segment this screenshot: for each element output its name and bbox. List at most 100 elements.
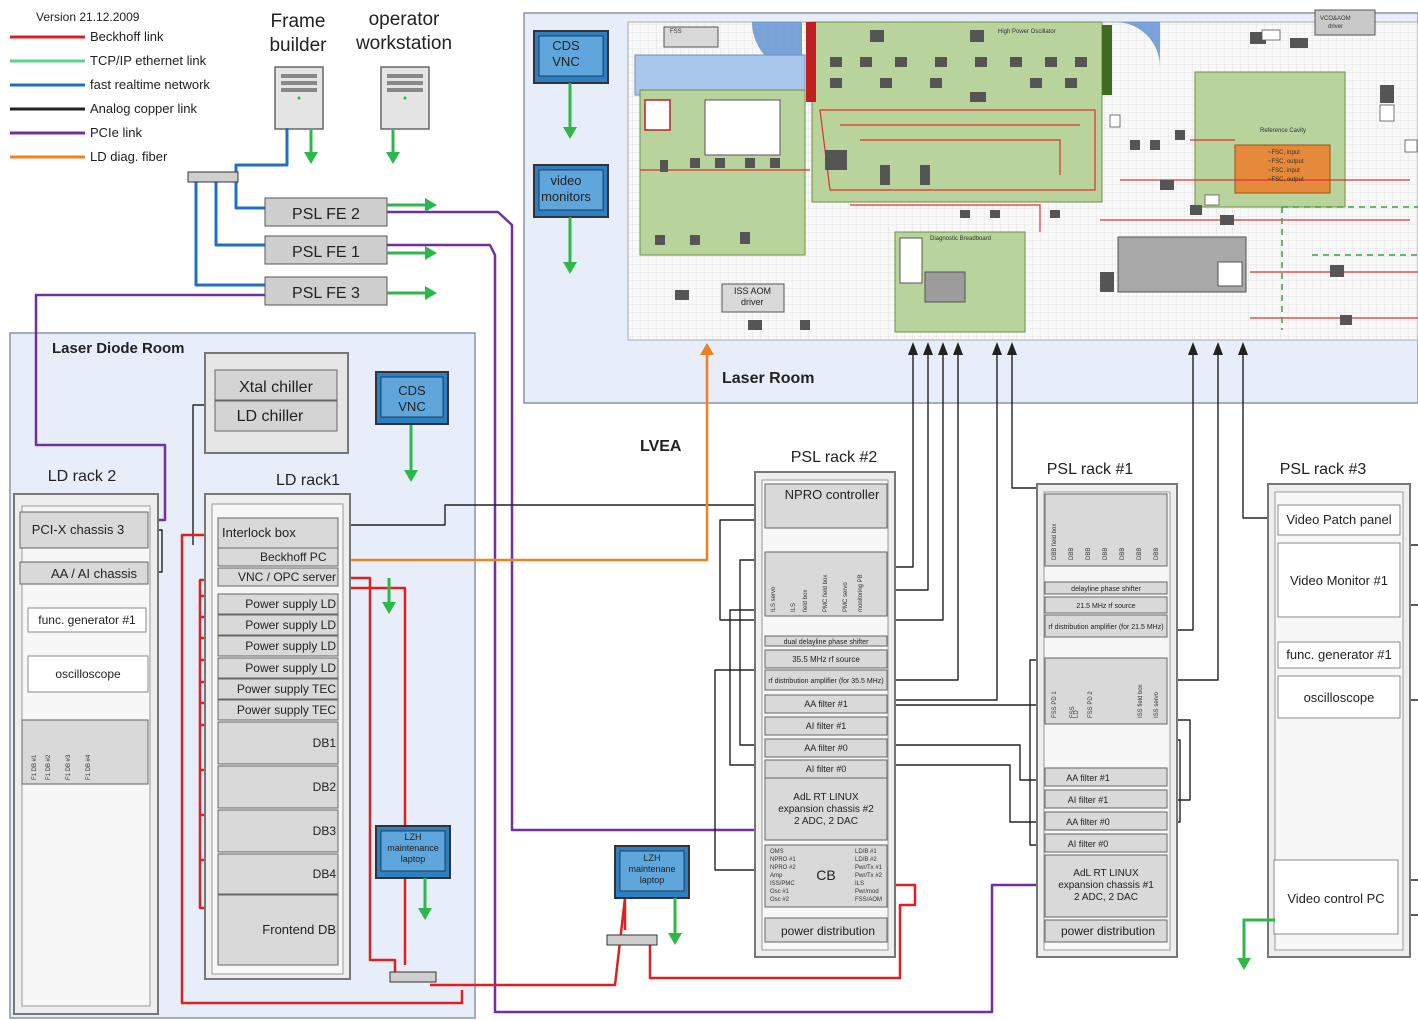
oscilloscope-rack3-label: oscilloscope (1304, 690, 1375, 705)
psl-fe-3-label: PSL FE 3 (292, 285, 360, 302)
green-arrow-head (425, 198, 437, 212)
card-label: F1 DB #2 (46, 754, 52, 780)
psl-rack-1-filter[interactable] (1044, 833, 1168, 853)
psl-rack-1-filter[interactable] (1044, 767, 1168, 787)
ld-rack-1-unit[interactable] (217, 853, 339, 895)
ld-rack-1-unit[interactable] (217, 678, 339, 700)
psl-fe-3[interactable]: PSL FE 3 (264, 276, 388, 306)
aa-ai-chassis[interactable] (19, 561, 149, 585)
lzh-maintenance-laptop-ldr[interactable]: LZH maintenance laptop (375, 825, 451, 879)
psl-rack-1-unit[interactable] (1044, 614, 1168, 638)
ld-chiller[interactable] (214, 400, 338, 432)
psl-rack-2-unit[interactable] (764, 649, 888, 669)
cds-vnc-monitor-ldr[interactable]: CDS VNC (375, 371, 449, 425)
video-monitor-1[interactable] (1277, 542, 1401, 618)
psl-rack-2-unit[interactable] (764, 759, 888, 779)
ld-rack-1-unit[interactable] (217, 547, 339, 567)
network-switch-lvea[interactable] (606, 934, 658, 946)
ld-rack-1-unit[interactable] (217, 614, 339, 636)
black-arrow-head (938, 342, 948, 355)
psl-fe-2[interactable]: PSL FE 2 (264, 197, 388, 227)
table-label-vco-2: driver (1328, 24, 1343, 30)
power-distribution-2[interactable] (764, 917, 888, 943)
video-monitors-label-1: video (550, 173, 581, 188)
func-generator-rack3-label: func. generator #1 (1286, 647, 1392, 662)
lzh-laptop-label-3: laptop (401, 854, 426, 864)
green-arrow-shaft (1242, 918, 1275, 960)
video-control-pc[interactable] (1273, 859, 1399, 935)
psl-rack-2-unit-label: AI filter #1 (806, 721, 847, 731)
green-arrow-head (1237, 958, 1251, 970)
cds-vnc-monitor-lr[interactable]: CDS VNC (533, 30, 609, 84)
ld-rack-1-unit-label: Frontend DB (262, 922, 336, 937)
video-monitor-1-label: Video Monitor #1 (1290, 573, 1388, 588)
cb-left-label: NPRO #1 (770, 857, 796, 863)
psl-rack-2-unit[interactable] (764, 635, 888, 647)
power-distribution-1[interactable] (1044, 919, 1168, 943)
psl-rack-2-unit[interactable] (764, 694, 888, 714)
ld-rack-1-unit[interactable] (217, 699, 339, 721)
cb-left-label: Amp (770, 873, 783, 879)
cb-right-label: Pwr/Tx #1 (855, 865, 883, 871)
black-arrow-head (1188, 342, 1198, 355)
chassis-1-label-3: 2 ADC, 2 DAC (1074, 892, 1138, 903)
video-patch-panel[interactable] (1277, 504, 1401, 536)
psl-rack-1-filter-label: AI filter #0 (1068, 839, 1109, 849)
adl-rt-linux-chassis-1[interactable] (1044, 854, 1168, 918)
psl-rack-2-unit[interactable] (764, 669, 888, 691)
ld-rack-1-unit[interactable] (217, 809, 339, 853)
psl-rack-1-filter[interactable] (1044, 789, 1168, 809)
ld-rack-1-unit[interactable] (217, 721, 339, 765)
lzh-maintenance-laptop-lvea[interactable]: LZH maintenane laptop (614, 845, 690, 899)
xtal-chiller-label: Xtal chiller (239, 379, 313, 396)
network-switch-ldr[interactable] (389, 971, 437, 983)
adl-rt-linux-chassis-2[interactable] (764, 775, 888, 841)
card-label: DBB (1120, 548, 1126, 560)
ld-rack-1-unit[interactable] (217, 593, 339, 615)
ld-rack-1-unit[interactable] (217, 635, 339, 657)
network-switch-top[interactable] (187, 171, 239, 183)
psl-rack-1-filters: AA filter #1AI filter #1AA filter #0AI f… (1044, 767, 1168, 853)
ld-rack-1-unit[interactable] (217, 657, 339, 679)
ld-rack-1-unit[interactable] (217, 517, 339, 549)
xtal-chiller[interactable] (214, 369, 338, 401)
psl-fe-1[interactable]: PSL FE 1 (264, 235, 388, 265)
psl-rack-2-unit-label: AI filter #0 (806, 764, 847, 774)
npro-controller[interactable] (764, 483, 888, 529)
ld-rack-1-unit-label: Power supply LD (245, 618, 336, 632)
func-generator[interactable] (27, 607, 147, 633)
psl-rack-2-cards: ILS servo ILS field box PMC field box PM… (771, 574, 864, 612)
oscilloscope[interactable] (27, 655, 149, 693)
psl-rack-1-filter[interactable] (1044, 811, 1168, 831)
ld-rack-2-cards: F1 DB #1 F1 DB #2 F1 DB #3 F1 DB #4 (32, 754, 92, 780)
green-arrow-head (563, 262, 577, 274)
card-label: ILS servo (771, 586, 777, 612)
pci-x-chassis-3[interactable] (19, 511, 149, 549)
laser-room-label: Laser Room (722, 370, 814, 387)
beam-dump-area (1115, 22, 1160, 67)
video-monitors[interactable]: video monitors (533, 164, 609, 218)
legend-label: fast realtime network (90, 77, 210, 92)
optical-components (655, 30, 1394, 330)
ld-rack-1-unit[interactable] (217, 765, 339, 809)
oscilloscope-rack3[interactable] (1277, 675, 1401, 719)
frame-builder-tower[interactable] (274, 66, 324, 130)
psl-rack-2-title: PSL rack #2 (791, 449, 878, 466)
psl-rack-2-unit-label: AA filter #0 (804, 743, 848, 753)
psl-rack-1-unit[interactable] (1044, 596, 1168, 614)
cb-left-label: ISS/PMC (770, 881, 795, 887)
cb-label: CB (816, 867, 835, 883)
cb-chassis[interactable] (764, 844, 888, 908)
cds-vnc-label-1: CDS (552, 38, 580, 53)
chassis-2-label-1: AdL RT LINUX (793, 792, 859, 803)
psl-rack-2-unit[interactable] (764, 738, 888, 758)
ld-rack-1-unit[interactable] (217, 894, 339, 966)
operator-workstation-tower[interactable] (380, 66, 430, 130)
psl-rack-2-unit[interactable] (764, 716, 888, 736)
psl-rack-1-unit[interactable] (1044, 581, 1168, 595)
func-generator-rack3[interactable] (1277, 641, 1401, 669)
ld-rack-1-unit[interactable] (217, 567, 339, 587)
hpo-marker-red (806, 22, 816, 102)
